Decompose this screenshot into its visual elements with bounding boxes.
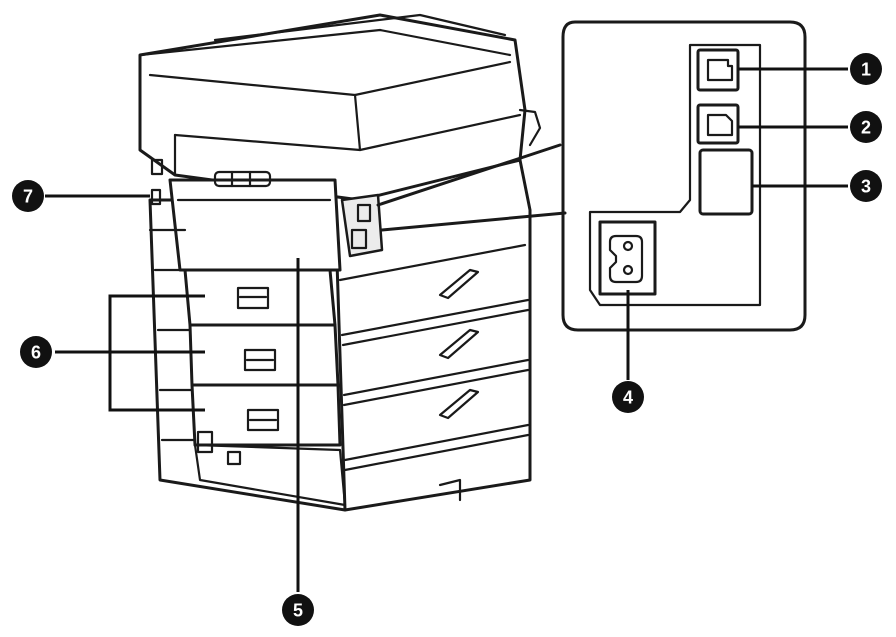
callout-badge-5: 5: [282, 594, 314, 626]
callout-number-3: 3: [861, 177, 871, 197]
callout-badge-4: 4: [612, 381, 644, 413]
callout-number-5: 5: [293, 601, 303, 621]
callout-lines: [45, 67, 848, 592]
callout-badge-3: 3: [850, 170, 882, 202]
callout-number-7: 7: [23, 187, 33, 207]
port-cover: [698, 148, 754, 216]
ac-inlet: [598, 220, 657, 296]
callout-number-1: 1: [861, 60, 871, 80]
callout-badge-1: 1: [850, 53, 882, 85]
callout-badge-2: 2: [850, 111, 882, 143]
usb-port: [696, 103, 740, 145]
callout-number-4: 4: [623, 388, 633, 408]
printer-illustration: [138, 13, 542, 512]
callout-number-2: 2: [861, 118, 871, 138]
callout-number-6: 6: [31, 343, 41, 363]
callout-badge-7: 7: [12, 180, 44, 212]
callout-badge-6: 6: [20, 336, 52, 368]
